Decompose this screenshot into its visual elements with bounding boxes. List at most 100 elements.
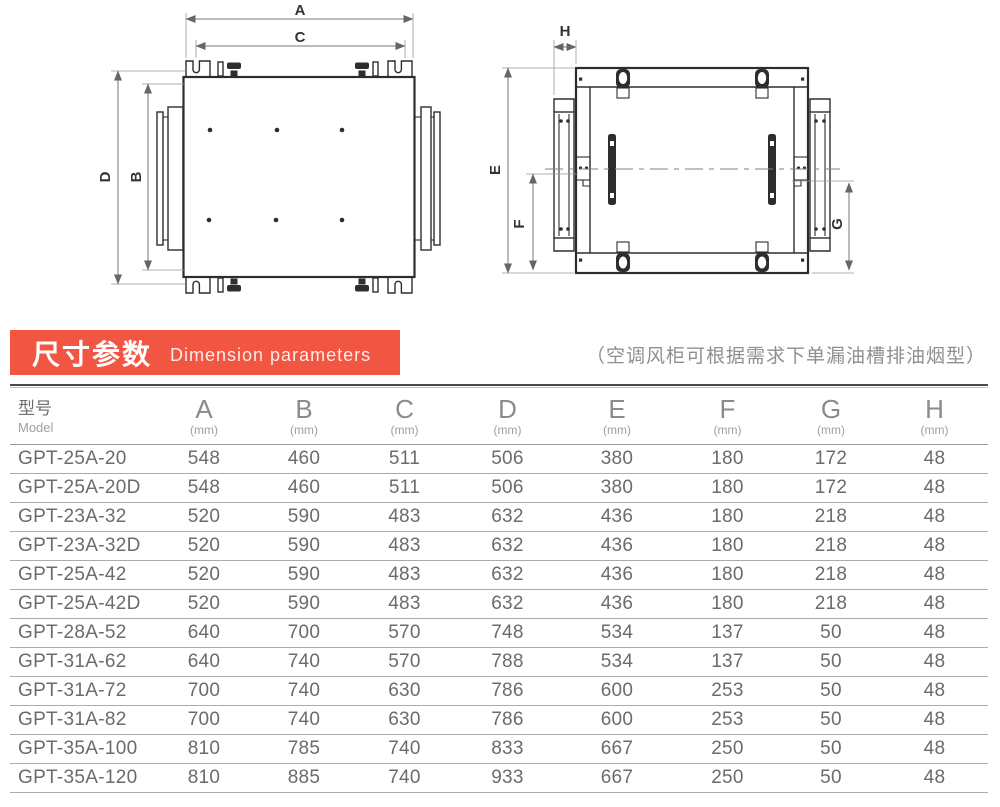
model-cell: GPT-31A-62 xyxy=(10,647,154,677)
value-cell: 810 xyxy=(154,763,254,793)
value-cell: 570 xyxy=(354,647,455,677)
value-cell: 180 xyxy=(674,444,781,474)
value-cell: 218 xyxy=(781,531,881,561)
value-cell: 50 xyxy=(781,705,881,735)
value-cell: 511 xyxy=(354,473,455,503)
value-cell: 50 xyxy=(781,676,881,706)
dim-label-b: B xyxy=(128,171,145,182)
value-cell: 172 xyxy=(781,444,881,474)
model-cell: GPT-25A-20 xyxy=(10,444,154,474)
value-cell: 548 xyxy=(154,444,254,474)
value-cell: 436 xyxy=(560,560,674,590)
model-cell: GPT-28A-52 xyxy=(10,618,154,648)
value-cell: 700 xyxy=(154,676,254,706)
value-cell: 810 xyxy=(154,734,254,764)
dim-label-a: A xyxy=(295,2,306,19)
section-divider xyxy=(10,384,988,388)
value-cell: 600 xyxy=(560,705,674,735)
dim-label-g: G xyxy=(829,218,846,230)
value-cell: 511 xyxy=(354,444,455,474)
value-cell: 180 xyxy=(674,502,781,532)
dim-label-c: C xyxy=(295,29,306,46)
value-cell: 483 xyxy=(354,502,455,532)
value-cell: 667 xyxy=(560,734,674,764)
value-cell: 700 xyxy=(154,705,254,735)
dimension-table: 型号 Model A(mm) B(mm) C(mm) D(mm) E(mm) F… xyxy=(10,390,988,793)
value-cell: 436 xyxy=(560,531,674,561)
value-cell: 460 xyxy=(254,444,354,474)
section-title-zh: 尺寸参数 xyxy=(32,338,153,370)
value-cell: 48 xyxy=(881,502,988,532)
model-cell: GPT-31A-72 xyxy=(10,676,154,706)
value-cell: 483 xyxy=(354,560,455,590)
value-cell: 632 xyxy=(455,589,560,619)
dim-label-h: H xyxy=(560,23,571,40)
value-cell: 740 xyxy=(254,647,354,677)
section-banner: 尺寸参数 Dimension parameters xyxy=(10,330,400,375)
value-cell: 250 xyxy=(674,734,781,764)
column-header-f: F(mm) xyxy=(674,390,781,445)
value-cell: 548 xyxy=(154,473,254,503)
table-header-row: 型号 Model A(mm) B(mm) C(mm) D(mm) E(mm) F… xyxy=(10,390,988,445)
value-cell: 48 xyxy=(881,647,988,677)
value-cell: 180 xyxy=(674,589,781,619)
value-cell: 48 xyxy=(881,444,988,474)
value-cell: 590 xyxy=(254,502,354,532)
value-cell: 748 xyxy=(455,618,560,648)
value-cell: 483 xyxy=(354,531,455,561)
value-cell: 48 xyxy=(881,560,988,590)
column-header-e: E(mm) xyxy=(560,390,674,445)
value-cell: 590 xyxy=(254,560,354,590)
model-cell: GPT-31A-82 xyxy=(10,705,154,735)
dim-label-d: D xyxy=(97,171,114,182)
model-cell: GPT-23A-32 xyxy=(10,502,154,532)
value-cell: 520 xyxy=(154,560,254,590)
value-cell: 48 xyxy=(881,763,988,793)
value-cell: 48 xyxy=(881,618,988,648)
value-cell: 570 xyxy=(354,618,455,648)
value-cell: 520 xyxy=(154,502,254,532)
model-cell: GPT-35A-120 xyxy=(10,763,154,793)
value-cell: 885 xyxy=(254,763,354,793)
column-header-h: H(mm) xyxy=(881,390,988,445)
value-cell: 506 xyxy=(455,444,560,474)
dimension-drawings: A C D B xyxy=(97,2,854,294)
model-cell: GPT-23A-32D xyxy=(10,531,154,561)
value-cell: 218 xyxy=(781,560,881,590)
value-cell: 50 xyxy=(781,647,881,677)
column-header-g: G(mm) xyxy=(781,390,881,445)
column-header-d: D(mm) xyxy=(455,390,560,445)
value-cell: 632 xyxy=(455,531,560,561)
model-cell: GPT-25A-42 xyxy=(10,560,154,590)
value-cell: 786 xyxy=(455,676,560,706)
value-cell: 483 xyxy=(354,589,455,619)
value-cell: 380 xyxy=(560,473,674,503)
value-cell: 436 xyxy=(560,502,674,532)
column-header-a: A(mm) xyxy=(154,390,254,445)
value-cell: 640 xyxy=(154,618,254,648)
value-cell: 48 xyxy=(881,531,988,561)
value-cell: 600 xyxy=(560,676,674,706)
column-header-c: C(mm) xyxy=(354,390,455,445)
value-cell: 740 xyxy=(254,705,354,735)
value-cell: 740 xyxy=(354,763,455,793)
value-cell: 740 xyxy=(354,734,455,764)
top-view-drawing: A C D B xyxy=(97,2,441,294)
value-cell: 833 xyxy=(455,734,560,764)
value-cell: 667 xyxy=(560,763,674,793)
value-cell: 786 xyxy=(455,705,560,735)
value-cell: 630 xyxy=(354,705,455,735)
value-cell: 506 xyxy=(455,473,560,503)
value-cell: 50 xyxy=(781,763,881,793)
value-cell: 630 xyxy=(354,676,455,706)
model-cell: GPT-25A-20D xyxy=(10,473,154,503)
